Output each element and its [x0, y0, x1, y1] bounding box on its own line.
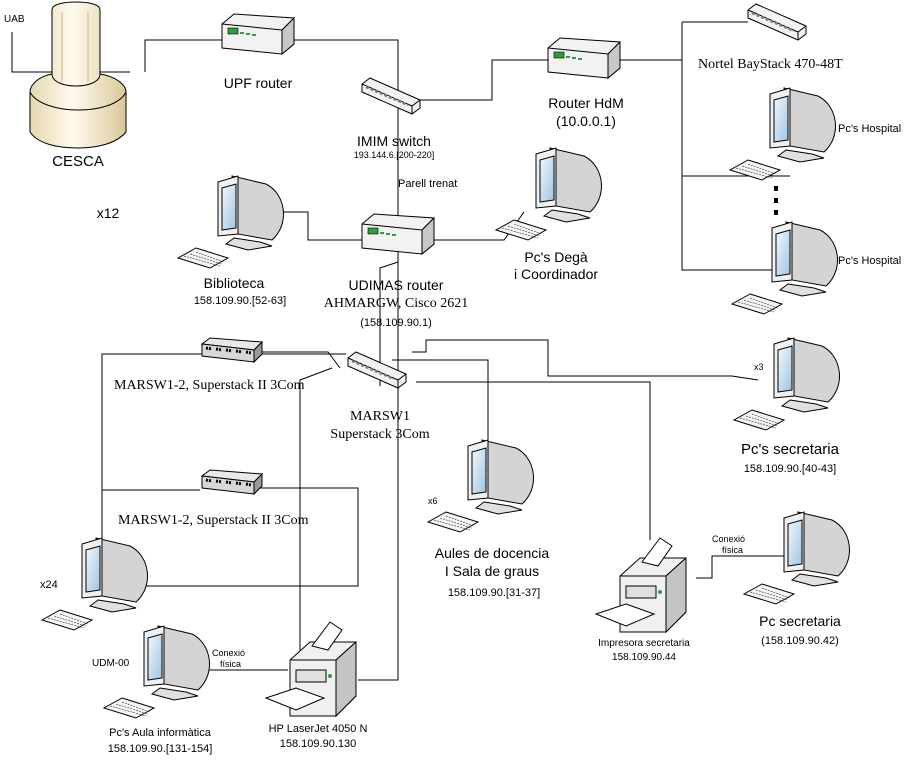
- secretaria-count: x3: [754, 362, 764, 372]
- nortel-label: Nortel BayStack 470-48T: [698, 57, 843, 72]
- conexio-left-1: Conexió: [212, 648, 245, 658]
- aula-udm-label: UDM-00: [92, 658, 130, 669]
- link-hdm-nortel: [620, 22, 683, 61]
- pc-secretaria-icon: [743, 511, 850, 605]
- ellipsis-dots: [774, 186, 778, 215]
- parell-trenat-label: Parell trenat: [398, 178, 457, 190]
- pc-secretaria-label: Pc secretaria: [759, 613, 841, 629]
- link-imim-hdm: [420, 59, 548, 101]
- hospital-1-label: Pc's Hospital: [838, 123, 901, 135]
- link-marsw1-right: [412, 339, 759, 381]
- udimas-router-ip: (158.109.90.1): [360, 317, 432, 329]
- conexio-right-1: Conexió: [712, 534, 745, 544]
- marsw1-switch-icon: [346, 350, 408, 390]
- imim-switch-label: IMIM switch: [357, 133, 431, 149]
- aula-count: x24: [40, 579, 58, 591]
- hp-laserjet-icon: [265, 621, 357, 717]
- router-hdm-ip: (10.0.0.1): [556, 113, 616, 129]
- link-marsw1-top-hub: [262, 351, 341, 369]
- marsw1-2-top-hub-icon: [200, 336, 264, 364]
- aules-count: x6: [428, 496, 438, 506]
- link-left-aula: [124, 487, 359, 587]
- link-marsw1-impresora: [416, 381, 651, 540]
- link-marsw1-aules: [392, 359, 489, 440]
- conexio-left-2: física: [220, 659, 241, 669]
- secretaria-label: Pc's secretaria: [741, 441, 840, 458]
- link-nortel-hospital: [681, 21, 790, 271]
- aula-ip: 158.109.90.[131-154]: [108, 743, 213, 755]
- link-impresora-pcsec: [696, 555, 790, 579]
- hospital-2-label: Pc's Hospital: [838, 255, 901, 267]
- udimas-router-icon: [361, 213, 435, 255]
- link-cesca-upf: [144, 39, 222, 72]
- conexio-right-2: física: [722, 545, 743, 555]
- cesca-label: CESCA: [52, 153, 104, 170]
- link-marsw1-hp: [299, 367, 333, 660]
- biblioteca-label: Biblioteca: [204, 275, 265, 291]
- secretaria-pcs-icon: [733, 337, 840, 431]
- hp-laserjet-label: HP LaserJet 4050 N: [269, 723, 368, 735]
- aules-pc-icon: [427, 439, 534, 533]
- udimas-router-label: UDIMAS router: [349, 277, 444, 293]
- impresora-secretaria-icon: [595, 537, 687, 633]
- router-hdm-label: Router HdM: [548, 95, 623, 111]
- x12-label: x12: [97, 205, 120, 221]
- dega-label-1: Pc's Degà: [524, 249, 588, 265]
- biblioteca-pc-icon: [177, 175, 284, 269]
- pc-secretaria-ip: (158.109.90.42): [761, 635, 839, 647]
- marsw1-2-bottom-hub-icon: [200, 468, 264, 496]
- aules-ip: 158.109.90.[31-37]: [448, 587, 540, 599]
- dega-label-2: i Coordinador: [514, 266, 598, 282]
- biblioteca-ip: 158.109.90.[52-63]: [194, 295, 286, 307]
- marsw1-label-2: Superstack 3Com: [330, 427, 429, 442]
- impresora-ip: 158.109.90.44: [612, 652, 676, 663]
- link-marsw1-left: [101, 353, 346, 491]
- marsw1-2-bottom-label: MARSW1-2, Superstack II 3Com: [118, 513, 309, 528]
- router-hdm-icon: [547, 37, 621, 79]
- upf-router-label: UPF router: [224, 75, 293, 91]
- imim-switch-ip: 193.144.6.[200-220]: [354, 150, 435, 160]
- marsw1-label-1: MARSW1: [350, 409, 410, 424]
- aula-pc-2-icon: [103, 625, 210, 719]
- marsw1-2-top-label: MARSW1-2, Superstack II 3Com: [114, 378, 305, 393]
- nortel-switch-icon: [746, 2, 808, 42]
- uab-label: UAB: [4, 14, 25, 25]
- hp-laserjet-ip: 158.109.90.130: [280, 738, 356, 750]
- dega-pc-icon: [495, 147, 602, 241]
- upf-router-icon: [221, 13, 295, 55]
- hospital-pc-2-icon: [731, 221, 838, 315]
- impresora-label: Impresora secretaria: [598, 638, 690, 649]
- aules-label-2: I Sala de graus: [445, 563, 539, 579]
- aula-pc-1-icon: [41, 537, 148, 631]
- hospital-pc-1-icon: [729, 87, 836, 181]
- imim-switch-icon: [360, 76, 422, 116]
- secretaria-ip: 158.109.90.[40-43]: [744, 463, 836, 475]
- udimas-router-model: AHMARGW, Cisco 2621: [324, 296, 469, 311]
- aules-label-1: Aules de docencia: [435, 545, 550, 561]
- link-udimas-marsw1: [379, 261, 399, 350]
- aula-label: Pc's Aula informàtica: [109, 727, 212, 739]
- cesca-tower-icon: [29, 1, 127, 149]
